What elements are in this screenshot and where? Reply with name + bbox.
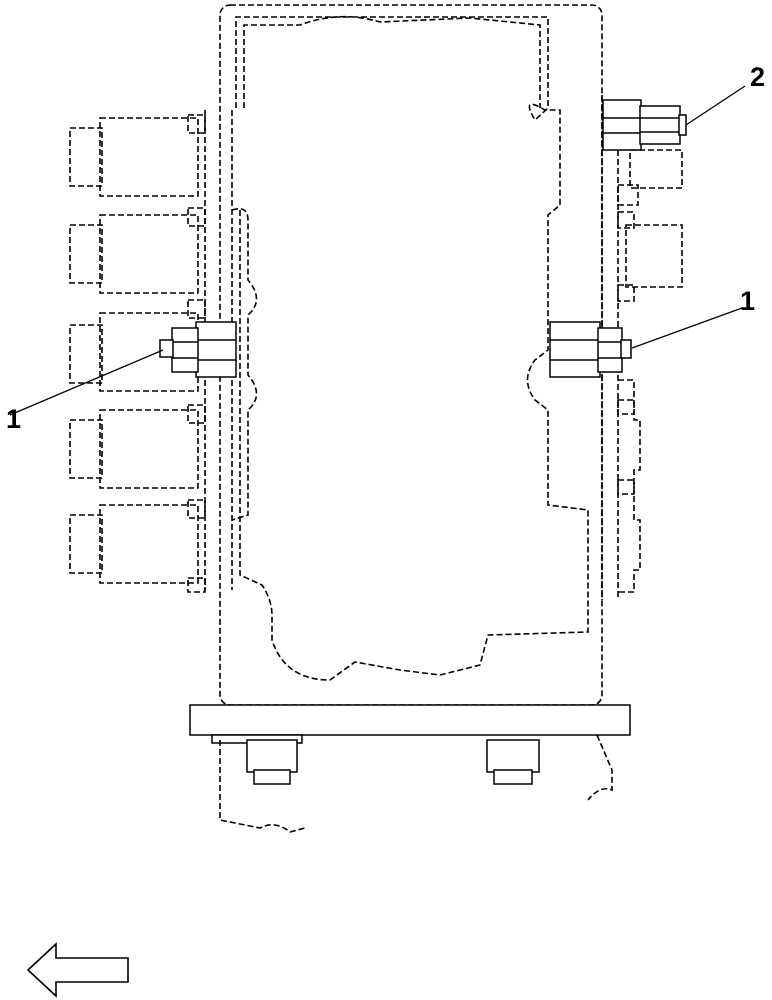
right-fitting <box>617 211 635 229</box>
bolt-washer-block <box>195 321 237 378</box>
frame-right-leg <box>587 734 613 801</box>
housing-cavity <box>239 103 589 681</box>
leader-line-left-bolt <box>9 349 164 416</box>
cylinder-fitting <box>187 577 206 593</box>
right-fitting <box>617 284 635 302</box>
leader-line-top-fitting <box>685 85 746 126</box>
cylinder-cap <box>69 419 103 479</box>
top-fitting-assembly <box>602 99 687 151</box>
bolt-head <box>597 327 623 373</box>
right-bolt-assembly <box>549 321 632 378</box>
right-cylinder-body <box>625 224 683 288</box>
cylinder-body <box>99 117 199 197</box>
cylinder-fitting <box>187 499 206 519</box>
foot-nut-right <box>493 769 533 785</box>
cylinder-cap <box>69 324 103 384</box>
bolt-washer-block <box>549 321 601 378</box>
right-cylinders <box>617 149 683 593</box>
foot-nut-left <box>253 769 291 785</box>
cylinder-cap <box>69 127 103 187</box>
bolt-tip <box>159 339 174 358</box>
left-cylinder-4 <box>69 404 206 489</box>
left-cylinders <box>69 114 206 593</box>
frame-left-leg <box>219 740 306 833</box>
cylinder-body <box>99 504 199 584</box>
callout-label-top-fitting: 2 <box>750 62 765 92</box>
leader-line-right-bolt <box>631 307 743 349</box>
bolt-tip <box>620 339 632 359</box>
callout-label-left-bolt: 1 <box>6 404 21 434</box>
base-plate <box>189 704 631 736</box>
cylinder-body <box>99 409 199 489</box>
bolt-head <box>171 327 199 373</box>
right-fitting <box>617 479 635 495</box>
fitting-nut <box>639 105 681 145</box>
housing-top-cover <box>235 15 549 108</box>
right-fitting <box>617 399 635 415</box>
fitting-tip <box>678 114 687 136</box>
left-cylinder-1 <box>69 114 206 197</box>
cylinder-cap <box>69 224 103 284</box>
left-arrow-icon <box>26 942 129 998</box>
right-fitting <box>617 184 639 206</box>
callout-label-right-bolt: 1 <box>740 286 755 316</box>
fitting-body <box>602 99 642 151</box>
cylinder-cap <box>69 514 103 574</box>
cylinder-fitting <box>187 404 206 424</box>
cavity-left-wall <box>231 207 258 521</box>
base-assembly <box>189 704 631 833</box>
left-cylinder-2 <box>69 207 206 294</box>
left-bolt-assembly <box>159 321 237 378</box>
cylinder-fitting <box>187 207 206 227</box>
foot-block-left <box>246 739 298 773</box>
left-cylinder-5 <box>69 499 206 593</box>
cylinder-fitting <box>187 299 206 319</box>
cylinder-body <box>99 214 199 294</box>
right-lower-block <box>618 379 641 593</box>
foot-block-right <box>486 739 540 773</box>
right-upper-block <box>629 149 683 189</box>
